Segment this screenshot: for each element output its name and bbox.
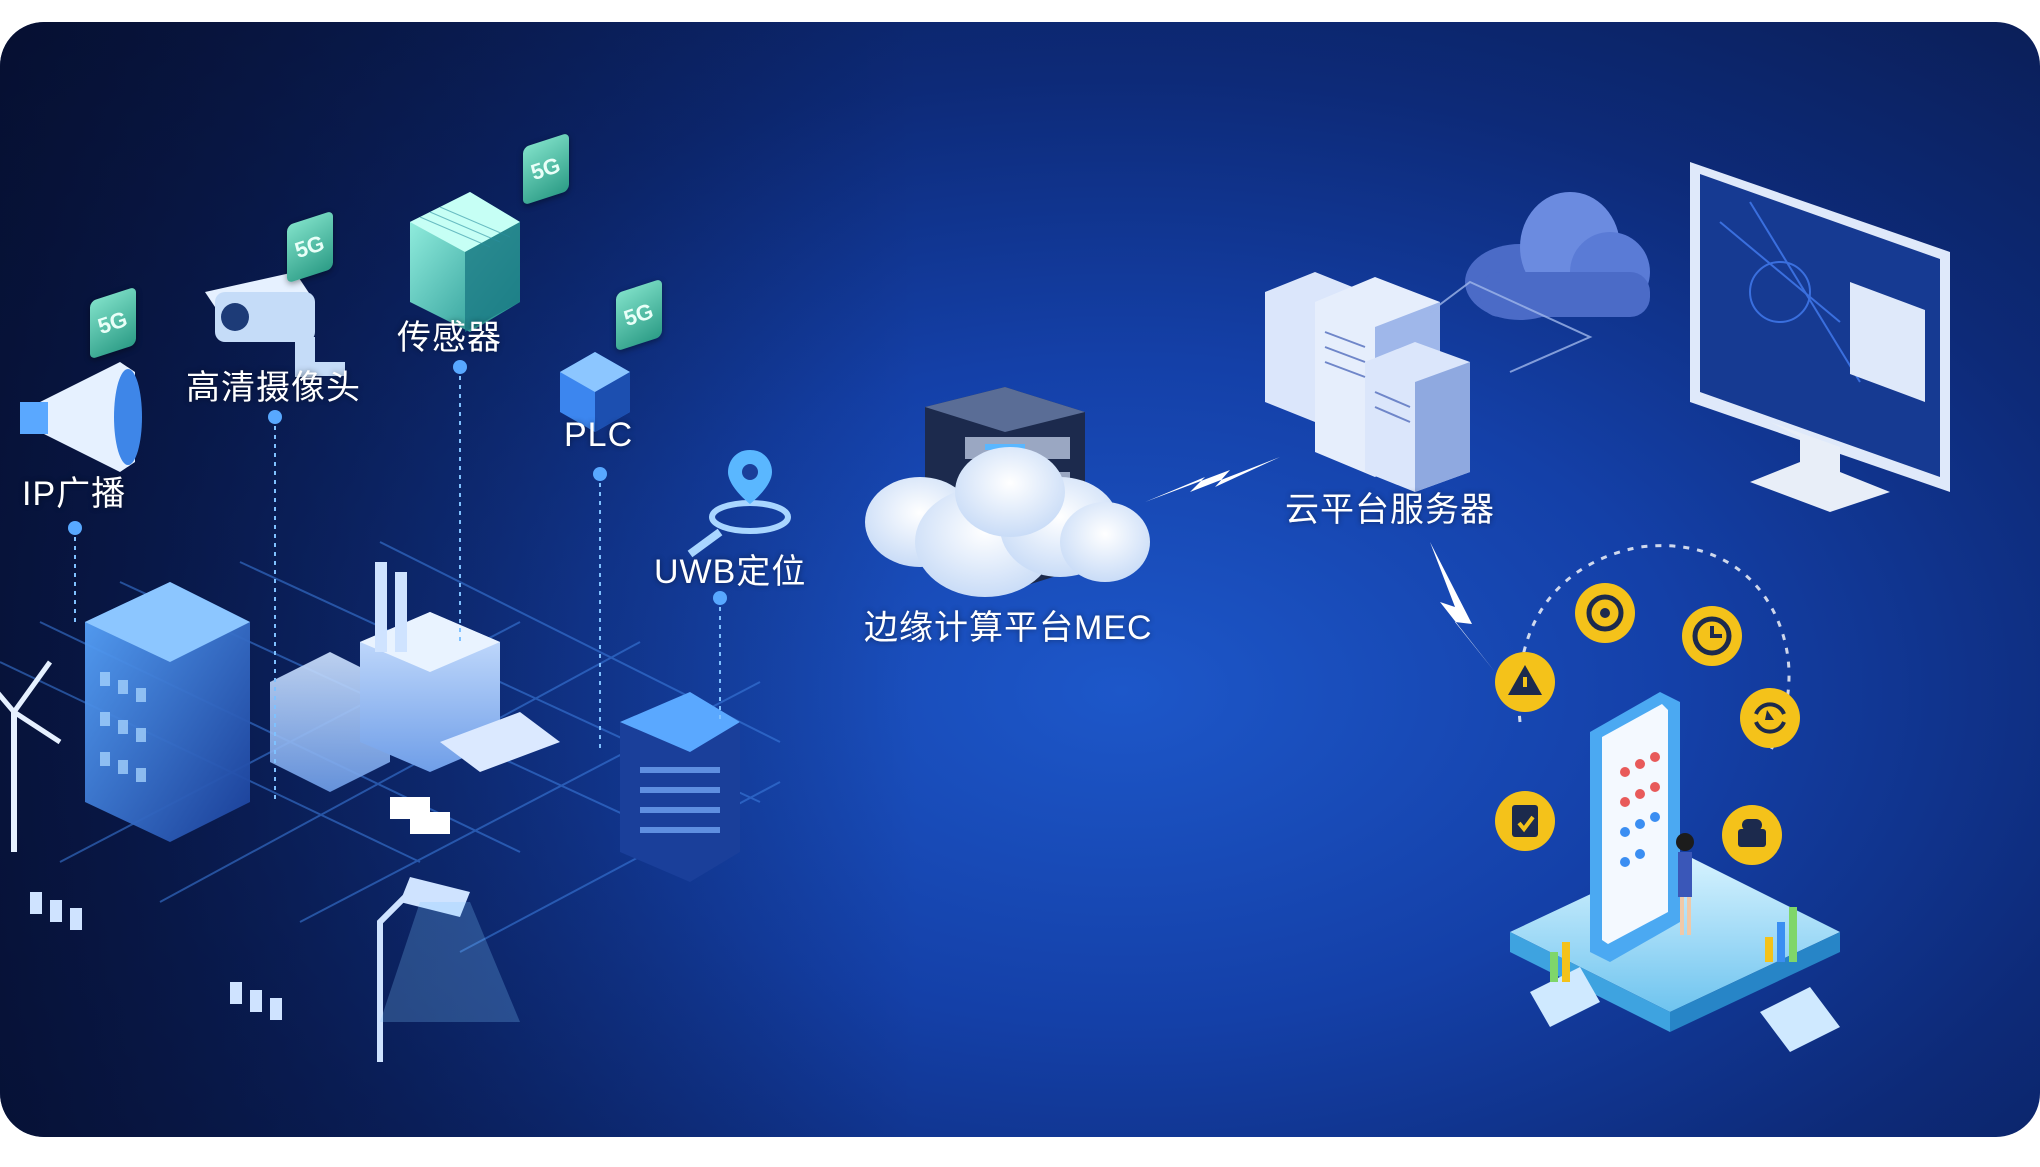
label-hd-camera: 高清摄像头 [186,369,361,407]
label-sensor: 传感器 [397,319,502,357]
label-plc: PLC [564,416,634,454]
alarm-icon [1722,805,1782,865]
connector-lines [1429,280,1593,373]
leader-lines [74,367,721,802]
camera-icon [205,272,345,377]
label-cloud-server: 云平台服务器 [1285,491,1495,529]
label-ip-broadcast: IP广播 [22,475,127,513]
diagram-canvas: 5G 5G 5G 5G IP广播 高清摄像头 传感器 PLC UWB定位 边缘计… [0,22,2040,1137]
target-icon [1575,583,1635,643]
megaphone-icon [20,362,142,472]
monitor-icon [1690,162,1950,512]
refresh-icon [1740,688,1800,748]
sensor-cube-icon [410,192,520,332]
label-mec: 边缘计算平台MEC [864,609,1153,647]
scene-graphics [0,162,1950,1062]
server-cluster-icon [1265,272,1470,492]
mec-cloud [865,447,1150,597]
cloud-icon [1465,192,1650,320]
clock-icon [1682,606,1742,666]
clipboard-check-icon [1495,791,1555,851]
plc-cube-icon [560,352,630,432]
uwb-location-icon [687,450,791,558]
label-uwb: UWB定位 [654,553,807,591]
leader-dots [68,360,727,605]
warning-icon [1495,652,1555,712]
left-buildings [0,562,740,1062]
service-platform [1510,692,1840,1052]
